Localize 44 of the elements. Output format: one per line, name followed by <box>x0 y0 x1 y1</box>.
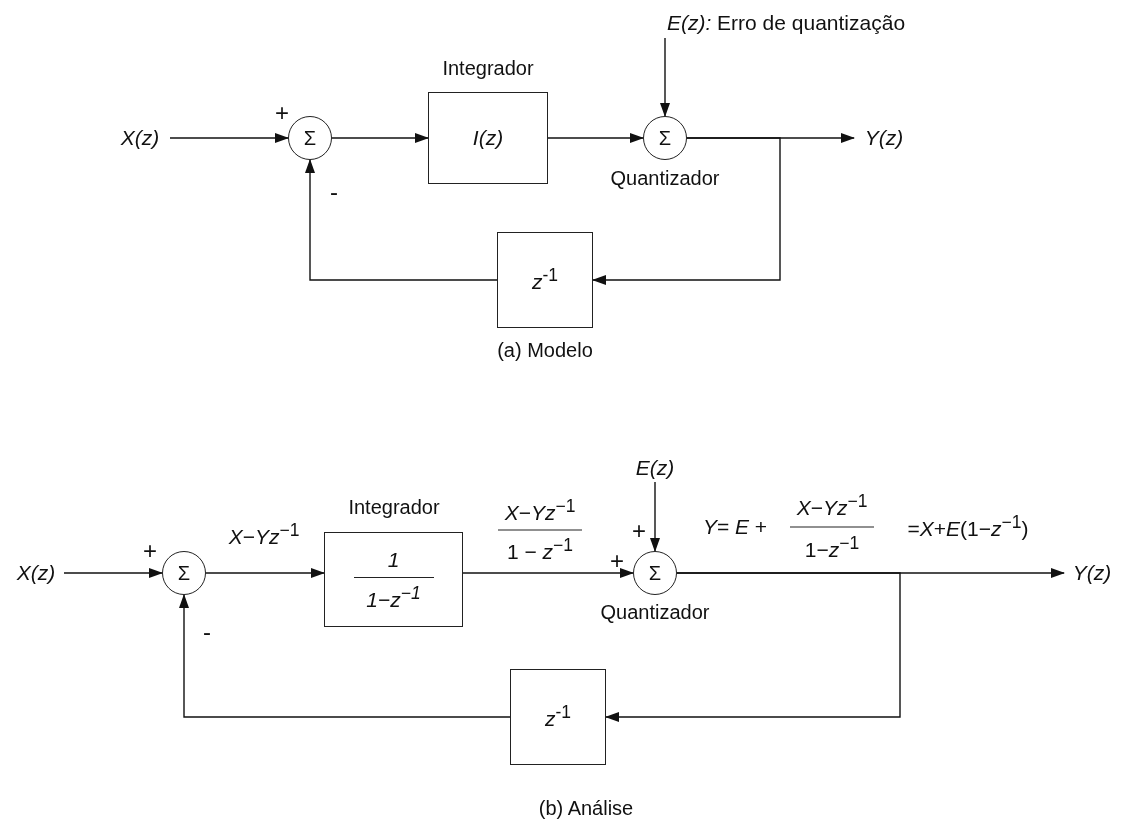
signal-arrow <box>63 568 163 578</box>
integrator-block: 1 1−z$^{−1}$ <box>324 532 463 627</box>
integrator-block: I(z) <box>428 92 548 184</box>
signal-label: Y(z) <box>854 124 914 152</box>
sign-label: + <box>610 547 624 575</box>
signal-arrow <box>592 137 781 285</box>
sign-label: - <box>203 618 211 646</box>
delay-block: z$^{-1}$ <box>510 669 606 765</box>
figure-caption: (b) Análise <box>538 797 634 819</box>
signal-arrow <box>305 159 498 281</box>
summing-junction: Σ <box>643 116 687 160</box>
summing-junction: Σ <box>162 551 206 595</box>
fraction-numerator: X−Yz$^{−1}$ <box>504 497 576 525</box>
fraction-numerator: X−Yz$^{−1}$ <box>796 492 868 520</box>
signal-label: Y(z) <box>1064 559 1120 587</box>
signal-arrow <box>605 572 901 722</box>
signal-label: E(z): Erro de quantização <box>636 8 936 38</box>
signal-arrow <box>650 481 660 552</box>
sign-label: + <box>143 537 157 565</box>
signal-arrow <box>462 568 634 578</box>
block-caption: Integrador <box>348 496 440 518</box>
signal-arrow <box>331 133 429 143</box>
figure-caption: (a) Modelo <box>497 339 593 361</box>
fraction-denominator: 1−z$^{−1}$ <box>804 534 860 562</box>
equation-text: =X+E(1−z$^{−1}$) <box>907 513 1029 541</box>
summing-junction: Σ <box>633 551 677 595</box>
sign-label: + <box>275 99 289 127</box>
summing-junction: Σ <box>288 116 332 160</box>
signal-arrow <box>660 37 670 117</box>
sign-label: + <box>632 517 646 545</box>
signal-label: E(z) <box>630 454 680 482</box>
sign-label: - <box>330 178 338 206</box>
signal-arrow <box>169 133 289 143</box>
signal-label: X(z) <box>110 124 170 152</box>
signal-arrow <box>179 594 511 718</box>
signal-label: X(z) <box>8 559 64 587</box>
fraction-denominator: 1 − z$^{−1}$ <box>506 536 574 564</box>
block-caption: Integrador <box>442 57 534 79</box>
equation-text: Y= E + <box>702 515 768 539</box>
signal-arrow <box>547 133 644 143</box>
delay-block: z$^{-1}$ <box>497 232 593 328</box>
block-caption: Quantizador <box>600 601 710 623</box>
signal-arrow <box>205 568 325 578</box>
block-caption: Quantizador <box>610 167 720 189</box>
